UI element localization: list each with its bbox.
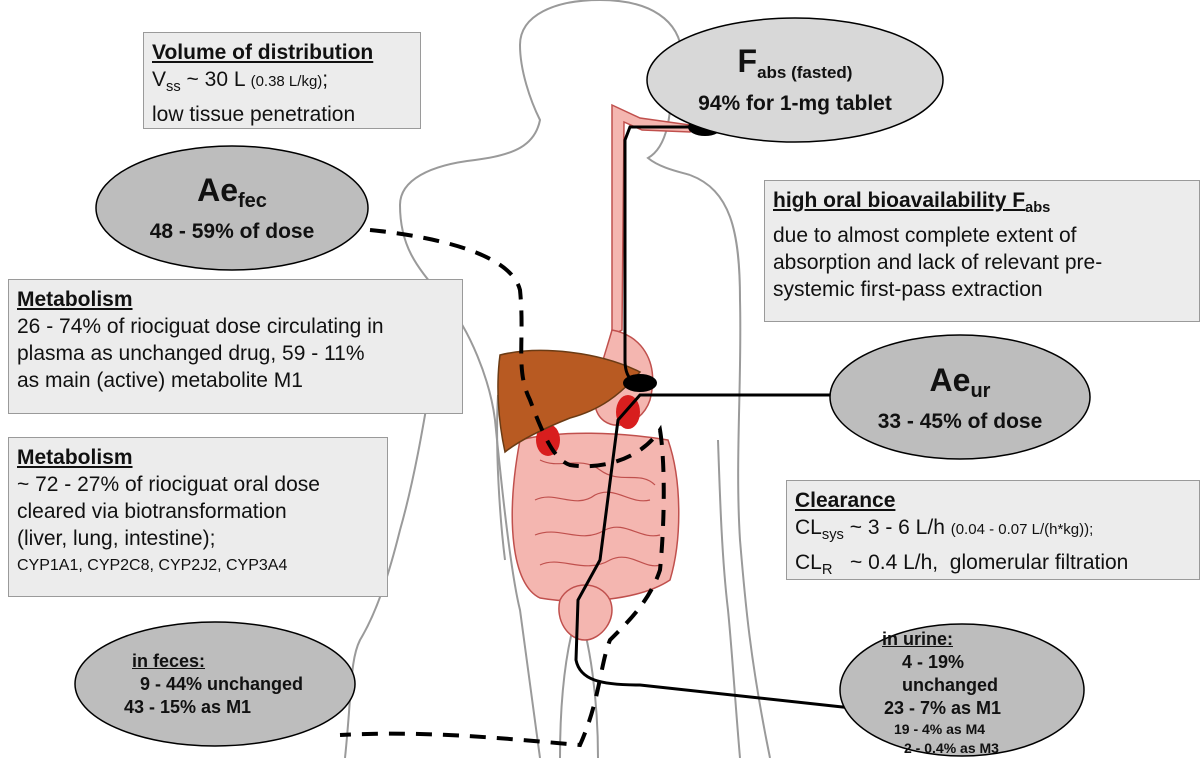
urine-ellipse: in urine: 4 - 19% unchanged 23 - 7% as M…: [872, 628, 1062, 758]
intestines: [512, 433, 678, 601]
feces-ellipse: in feces: 9 - 44% unchanged 43 - 15% as …: [118, 650, 338, 719]
metabolism-1-line-2: plasma as unchanged drug, 59 - 11%: [17, 340, 454, 367]
metabolism-2-line-2: cleared via biotransformation: [17, 498, 379, 525]
fabs-ellipse: Fabs (fasted) 94% for 1-mg tablet: [650, 30, 940, 130]
clearance-box: Clearance CLsys ~ 3 - 6 L/h (0.04 - 0.07…: [786, 480, 1200, 580]
bioavailability-heading: high oral bioavailability Fabs: [773, 187, 1191, 222]
volume-of-distribution-box: Volume of distribution Vss ~ 30 L (0.38 …: [143, 32, 421, 129]
feces-title: in feces:: [132, 650, 338, 673]
bioavailability-box: high oral bioavailability Fabs due to al…: [764, 180, 1200, 322]
urine-line-1: 4 - 19% unchanged: [902, 651, 1062, 697]
metabolism-biotransformation-box: Metabolism ~ 72 - 27% of riociguat oral …: [8, 437, 388, 597]
metabolism-circulating-box: Metabolism 26 - 74% of riociguat dose ci…: [8, 279, 463, 414]
aefec-value: 48 - 59% of dose: [150, 219, 315, 245]
bladder: [559, 585, 612, 640]
metabolism-heading-2: Metabolism: [17, 444, 379, 471]
feces-line-2: 43 - 15% as M1: [124, 696, 338, 719]
volume-line-2: low tissue penetration: [152, 101, 412, 128]
bioavailability-line-2: absorption and lack of relevant pre-: [773, 249, 1191, 276]
metabolism-heading-1: Metabolism: [17, 286, 454, 313]
metabolism-1-line-3: as main (active) metabolite M1: [17, 367, 454, 394]
urine-line-4: 2 - 0.4% as M3: [904, 739, 1062, 758]
fabs-value: 94% for 1-mg tablet: [698, 91, 892, 117]
volume-heading: Volume of distribution: [152, 39, 412, 66]
urine-line-3: 19 - 4% as M4: [894, 720, 1062, 739]
metabolism-2-line-3: (liver, lung, intestine);: [17, 525, 379, 552]
cyp-enzymes: CYP1A1, CYP2C8, CYP2J2, CYP3A4: [17, 552, 379, 579]
urine-line-2: 23 - 7% as M1: [884, 697, 1062, 720]
right-body-outline: [690, 175, 770, 758]
feces-line-1: 9 - 44% unchanged: [140, 673, 338, 696]
clearance-line-2: CLR ~ 0.4 L/h, glomerular filtration: [795, 549, 1191, 584]
urine-title: in urine:: [882, 628, 1062, 651]
aeur-ellipse: Aeur 33 - 45% of dose: [832, 350, 1088, 446]
aefec-ellipse: Aefec 48 - 59% of dose: [100, 160, 364, 256]
bioavailability-line-3: systemic first-pass extraction: [773, 276, 1191, 303]
clearance-line-1: CLsys ~ 3 - 6 L/h (0.04 - 0.07 L/(h*kg))…: [795, 514, 1191, 549]
volume-line-1: Vss ~ 30 L (0.38 L/kg);: [152, 66, 412, 101]
clearance-heading: Clearance: [795, 487, 1191, 514]
aeur-value: 33 - 45% of dose: [878, 409, 1043, 435]
metabolism-2-line-1: ~ 72 - 27% of riociguat oral dose: [17, 471, 379, 498]
metabolism-1-line-1: 26 - 74% of riociguat dose circulating i…: [17, 313, 454, 340]
bioavailability-line-1: due to almost complete extent of: [773, 222, 1191, 249]
